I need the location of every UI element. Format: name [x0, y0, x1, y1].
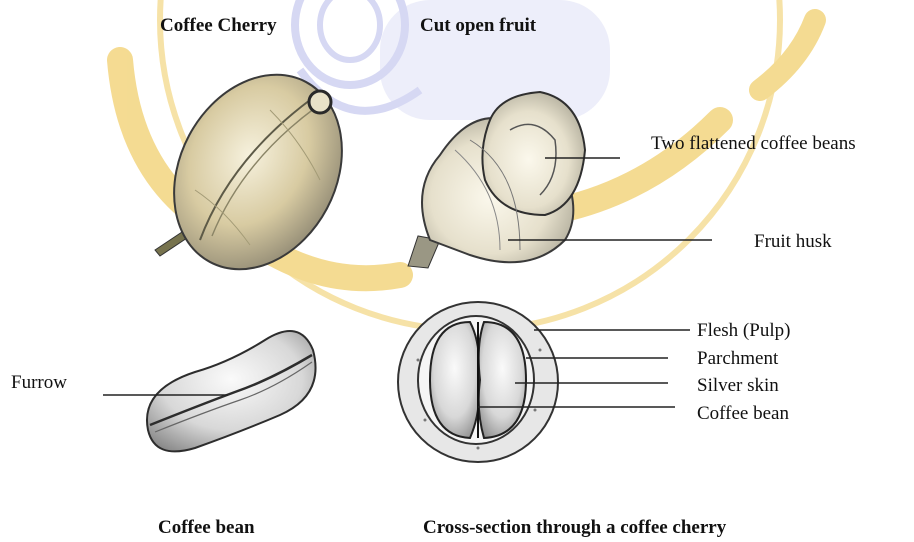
cross-section-drawing [398, 302, 558, 462]
two-beans-label: Two flattened coffee beans [651, 133, 856, 155]
coffee-bean-drawing [147, 331, 316, 451]
furrow-label: Furrow [11, 372, 67, 394]
flesh-label: Flesh (Pulp) [697, 320, 790, 342]
parchment-label: Parchment [697, 348, 778, 370]
fruit-husk-label: Fruit husk [754, 231, 832, 253]
coffee-cherry-title: Coffee Cherry [160, 15, 277, 37]
silver-skin-label: Silver skin [697, 375, 779, 397]
cross-section-title: Cross-section through a coffee cherry [423, 517, 726, 539]
cut-open-fruit-title: Cut open fruit [420, 15, 536, 37]
coffee-bean-title: Coffee bean [158, 517, 255, 539]
coffee-bean-label: Coffee bean [697, 403, 789, 425]
